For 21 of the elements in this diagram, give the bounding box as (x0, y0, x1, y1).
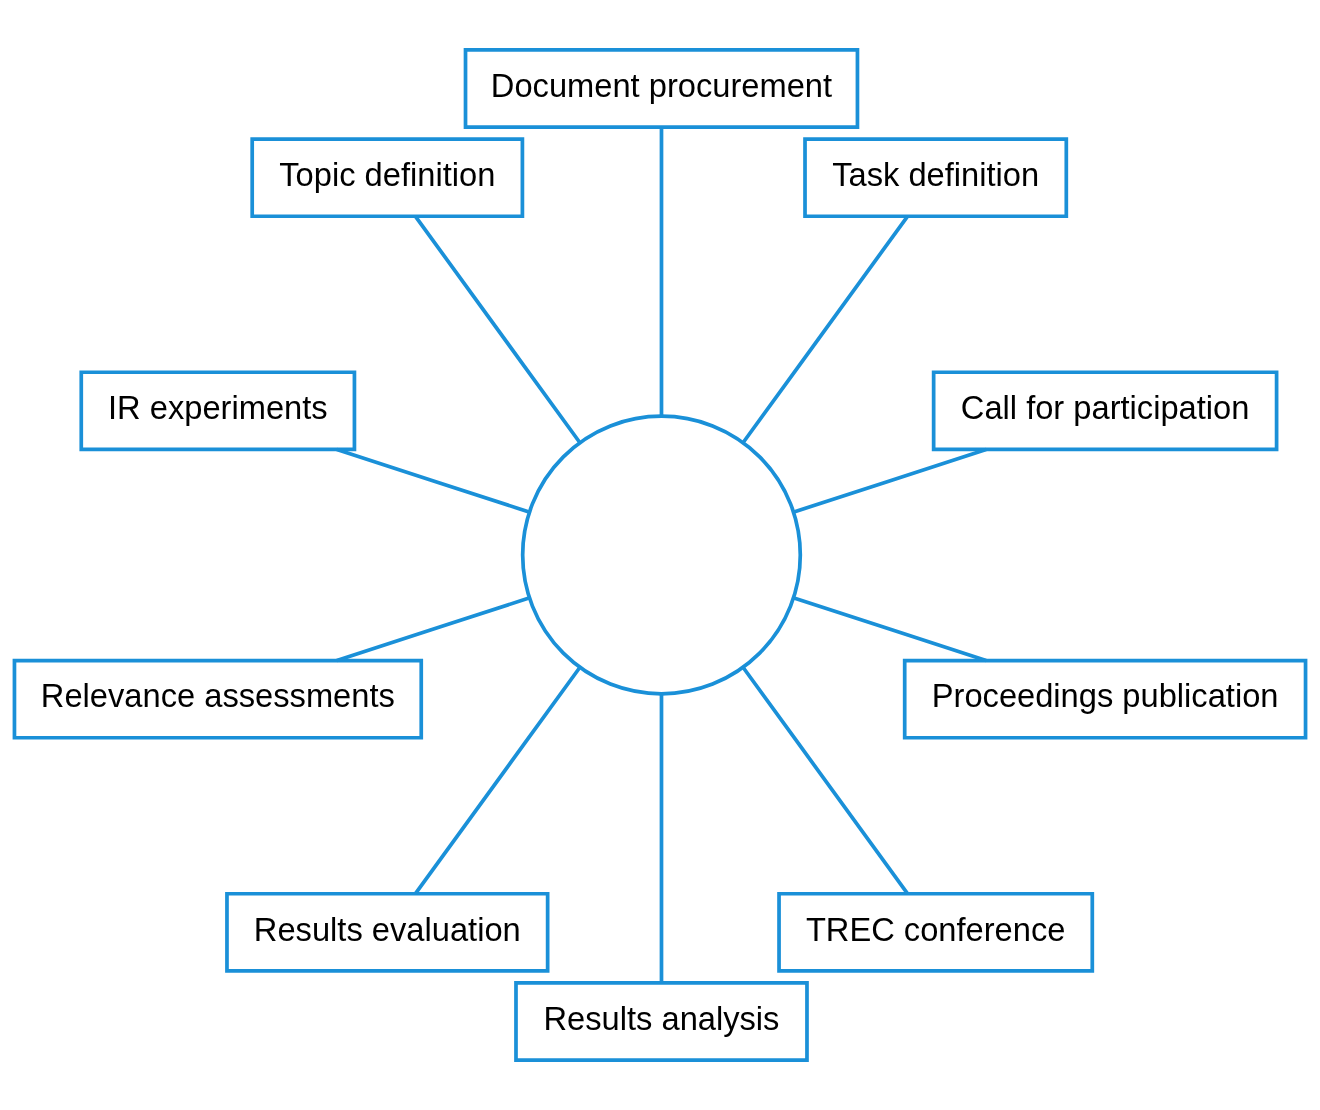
node-box: IR experiments (79, 370, 357, 452)
connector (414, 215, 582, 444)
connector (793, 596, 987, 663)
connector (336, 596, 530, 663)
node-box: Results analysis (514, 981, 809, 1062)
connector (659, 127, 664, 416)
node-box: Task definition (803, 137, 1069, 219)
node-box: Document procurement (463, 48, 860, 129)
connector (659, 694, 664, 983)
node-box: Proceedings publication (902, 658, 1308, 740)
connector (741, 666, 909, 895)
node-box: TREC conference (777, 891, 1095, 973)
connector (741, 215, 909, 444)
connector (336, 447, 530, 514)
connector (414, 666, 582, 895)
node-box: Call for participation (931, 370, 1279, 452)
connector (793, 447, 987, 514)
node-box: Topic definition (250, 137, 525, 219)
node-box: Results evaluation (225, 891, 550, 973)
node-box: Relevance assessments (12, 658, 424, 740)
node-circle (520, 414, 803, 696)
